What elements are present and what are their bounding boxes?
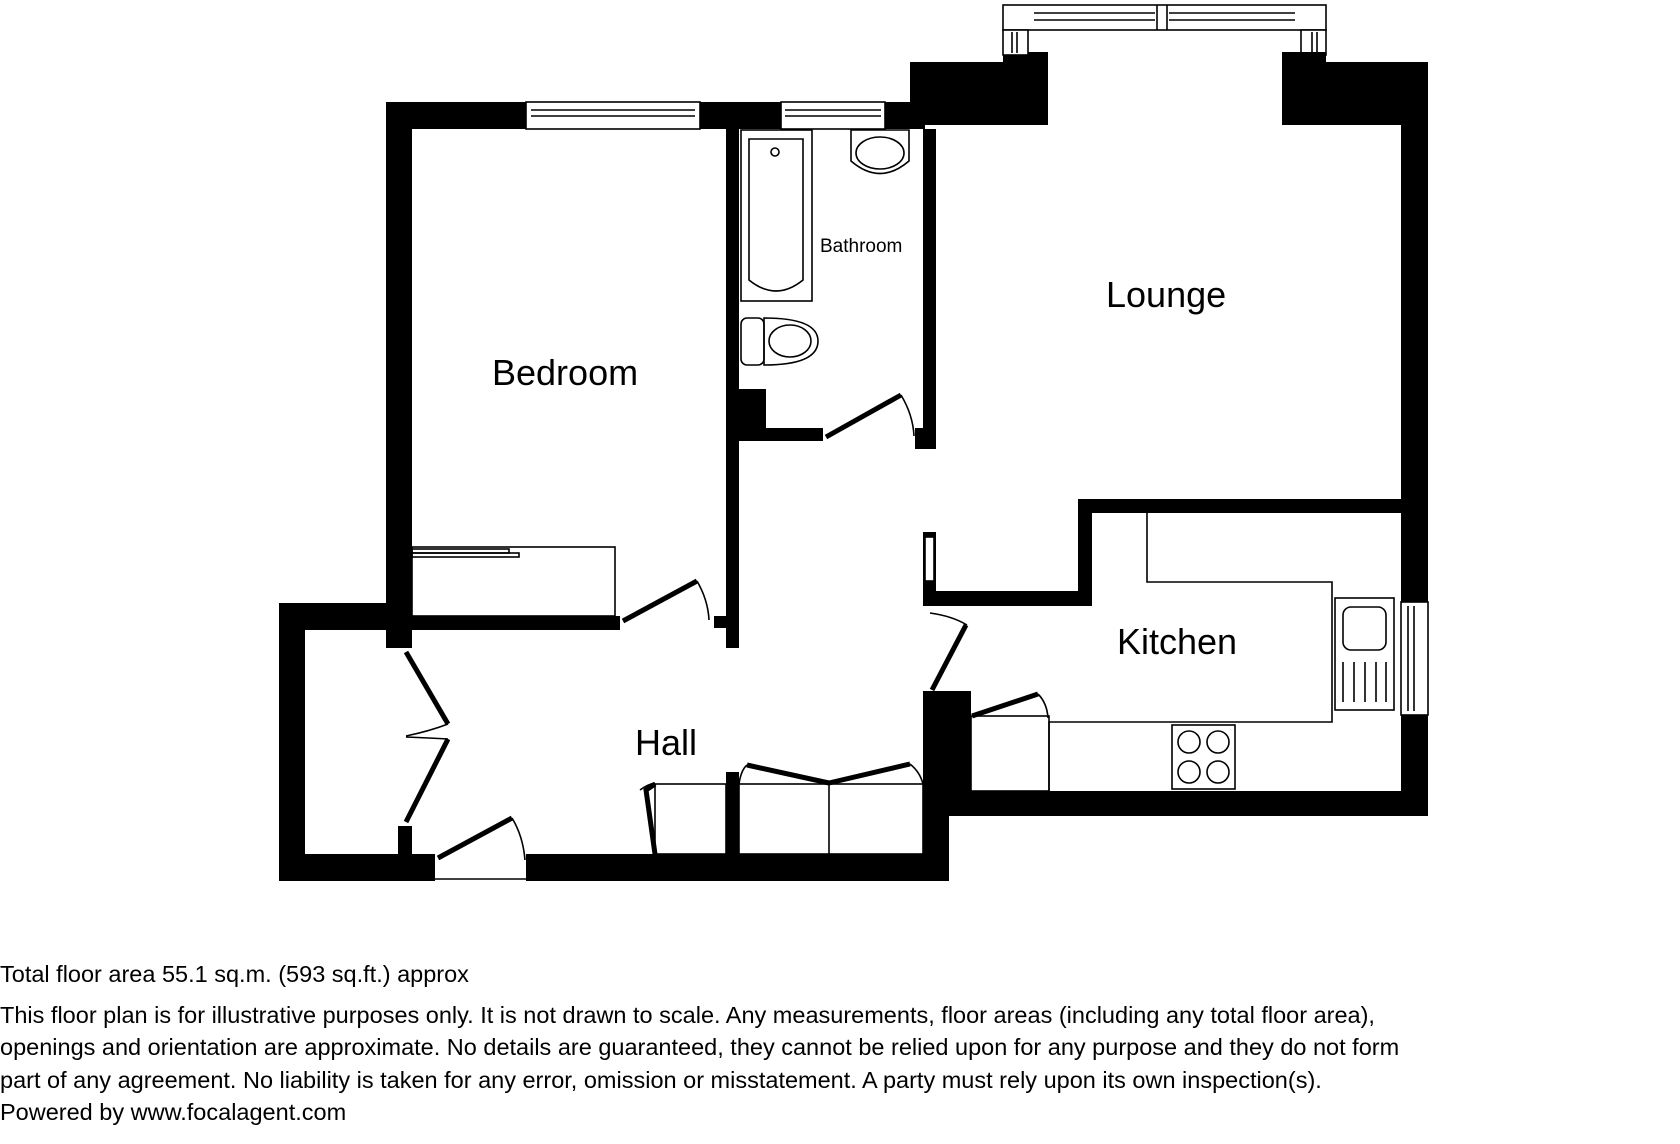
bathroom-door (824, 392, 915, 440)
bathroom-walls (739, 129, 936, 449)
room-label-bedroom: Bedroom (492, 352, 639, 393)
disclaimer-line: part of any agreement. No liability is t… (0, 1066, 1322, 1093)
kitchen-cupboard-door (971, 691, 1049, 719)
room-label-kitchen: Kitchen (1117, 621, 1238, 662)
kitchen-door (929, 612, 969, 692)
room-label-bathroom: Bathroom (820, 236, 903, 257)
total-floor-area: Total floor area 55.1 sq.m. (593 sq.ft.)… (0, 961, 469, 987)
toilet (740, 317, 765, 366)
room-label-lounge: Lounge (1106, 274, 1227, 315)
bedroom-walls (386, 101, 925, 648)
entrance-door (435, 815, 526, 880)
hall-cupboards (639, 761, 924, 855)
lounge-bay-window (1002, 4, 1327, 56)
bathroom-fixtures (740, 129, 910, 366)
disclaimer-line: This floor plan is for illustrative purp… (0, 1001, 1375, 1028)
disclaimer: This floor plan is for illustrative purp… (0, 999, 1680, 1129)
lounge-walls (910, 4, 1428, 606)
wardrobe (411, 546, 616, 617)
room-label-hall: Hall (635, 722, 698, 763)
disclaimer-line: openings and orientation are approximate… (0, 1034, 1400, 1060)
basin (850, 129, 910, 175)
kitchen-hob (1171, 724, 1236, 790)
hall-walls (279, 603, 949, 881)
floor-plan-footer: Total floor area 55.1 sq.m. (593 sq.ft.)… (0, 958, 1680, 1129)
kitchen-sink (1334, 597, 1395, 711)
hall-closet-bifold-doors (403, 650, 451, 824)
kitchen-fixtures (970, 513, 1395, 792)
bedroom-door (621, 578, 710, 624)
bathtub (740, 129, 813, 302)
powered-by-link[interactable]: Powered by www.focalagent.com (0, 1099, 347, 1125)
floor-plan-drawing (279, 4, 1429, 881)
